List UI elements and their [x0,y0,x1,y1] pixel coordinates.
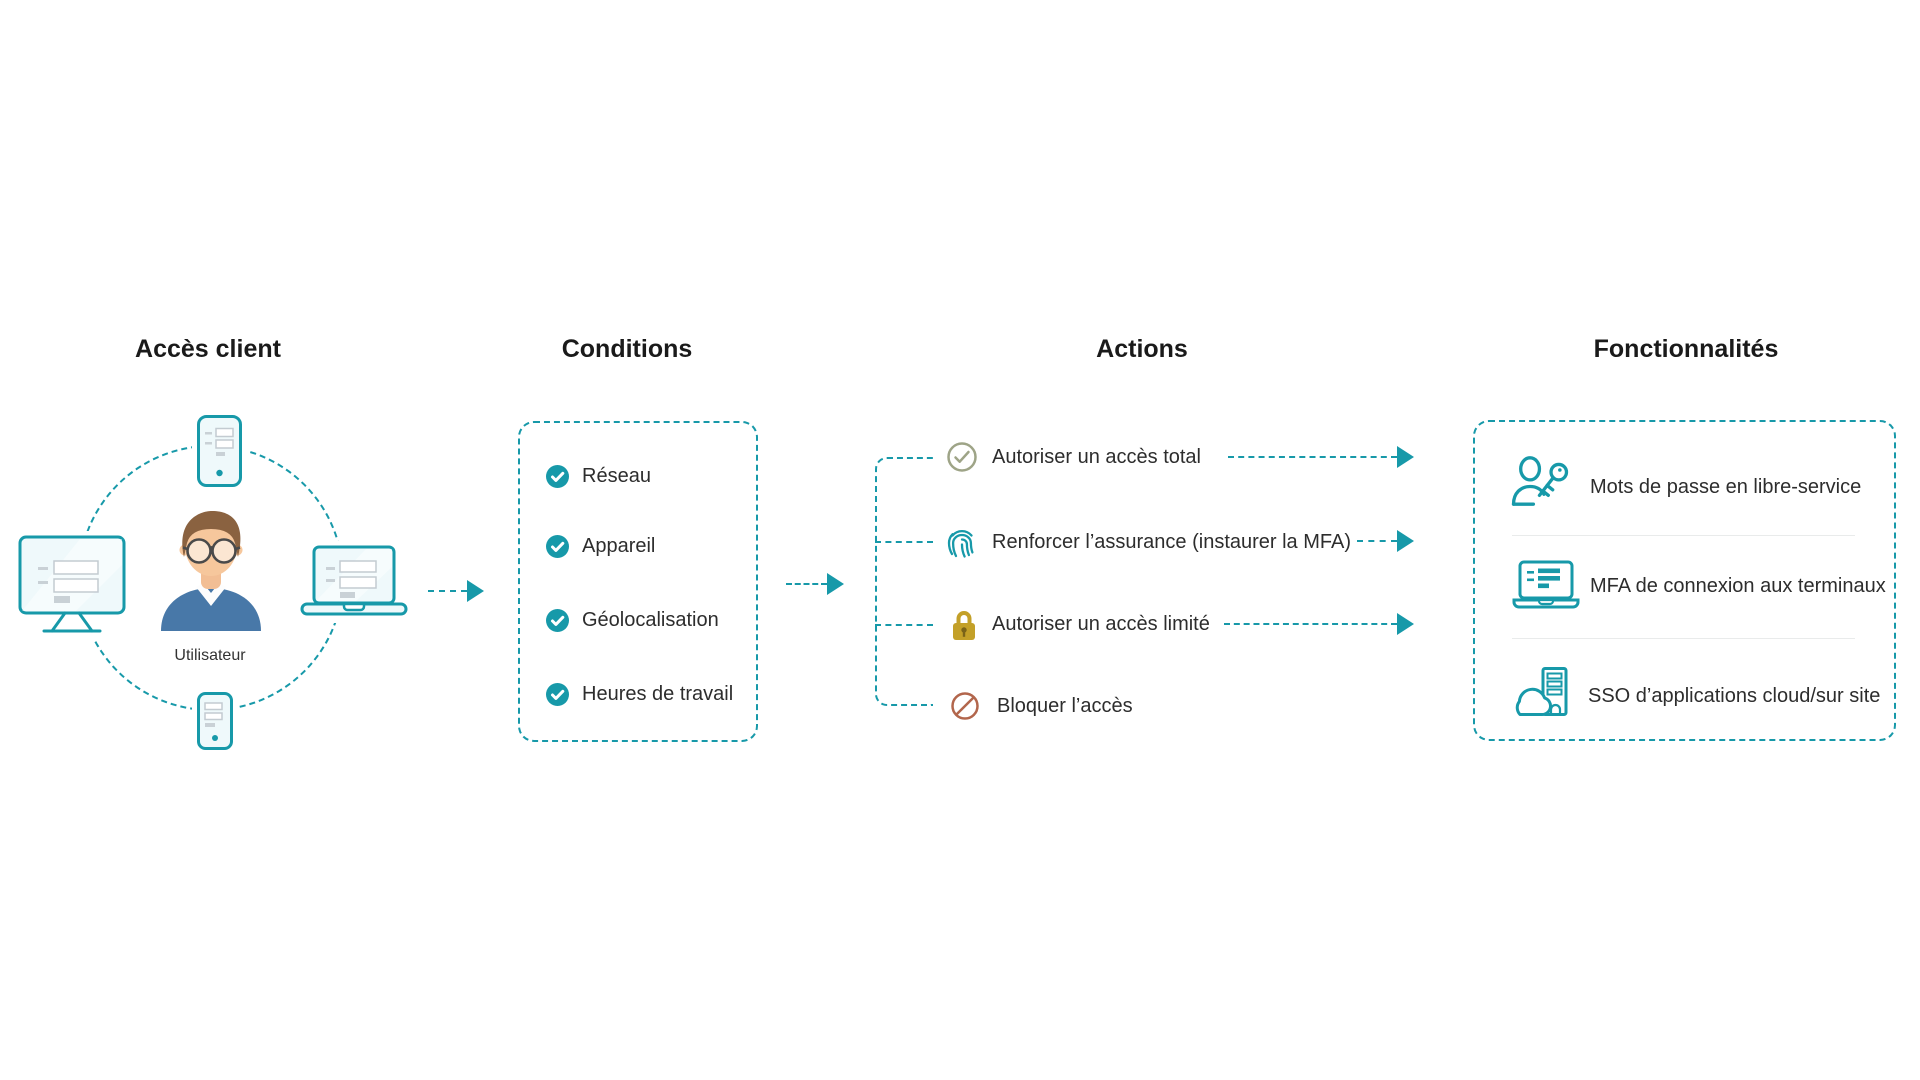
feature-label-sso: SSO d’applications cloud/sur site [1588,685,1881,707]
conditions-column-title: Conditions [561,335,693,363]
arrow-head-icon [1397,446,1414,468]
actions-branch-line-2 [875,541,933,543]
arrow-dash [1228,456,1397,458]
check-badge-icon [546,534,569,558]
action-arrow-enforce-mfa [1357,529,1414,553]
features-divider-1 [1512,535,1855,536]
action-arrow-allow-full [1228,445,1414,469]
features-column-title: Fonctionnalités [1593,335,1779,363]
arrow-dash [1357,540,1397,542]
client-column-title: Accès client [135,335,281,363]
condition-row-working-hours: Heures de travail [546,679,733,709]
phone-icon [192,687,238,755]
lock-icon [948,608,980,642]
check-badge-icon [546,682,569,706]
arrow-head-icon [467,580,484,602]
check-badge-icon [546,464,569,488]
arrow-dash [1224,623,1397,625]
user-key-icon [1508,452,1572,510]
check-circle-icon [946,441,978,473]
laptop-mfa-icon [1512,560,1580,610]
action-label-block: Bloquer l’accès [997,695,1133,717]
condition-label: Appareil [582,535,656,557]
condition-row-device: Appareil [546,531,655,561]
flow-arrow-client-to-conditions [428,579,484,603]
cloud-building-icon [1508,666,1580,718]
action-label-allow-full: Autoriser un accès total [992,446,1201,468]
arrow-head-icon [827,573,844,595]
block-icon [949,690,981,722]
features-divider-2 [1512,638,1855,639]
fingerprint-icon [946,526,978,560]
actions-branch-bracket [875,457,933,706]
feature-label-endpoint-mfa: MFA de connexion aux terminaux [1590,575,1886,597]
condition-row-network: Réseau [546,461,651,491]
tablet-icon [192,410,247,492]
arrow-dash [428,590,467,592]
user-label: Utilisateur [174,647,246,664]
flow-arrow-conditions-to-actions [786,572,844,596]
actions-branch-line-3 [875,624,933,626]
action-label-enforce-mfa: Renforcer l’assurance (instaurer la MFA) [992,531,1352,553]
action-arrow-allow-limited [1224,612,1414,636]
laptop-icon [296,541,412,623]
actions-column-title: Actions [1096,335,1188,363]
action-label-allow-limited: Autoriser un accès limité [992,613,1210,635]
arrow-dash [786,583,827,585]
arrow-head-icon [1397,613,1414,635]
condition-label: Réseau [582,465,651,487]
condition-label: Géolocalisation [582,609,719,631]
monitor-icon [14,531,134,641]
condition-label: Heures de travail [582,683,734,705]
check-badge-icon [546,608,569,632]
arrow-head-icon [1397,530,1414,552]
user-avatar [159,505,263,631]
feature-label-self-service-passwords: Mots de passe en libre-service [1590,476,1862,498]
condition-row-geolocation: Géolocalisation [546,605,719,635]
